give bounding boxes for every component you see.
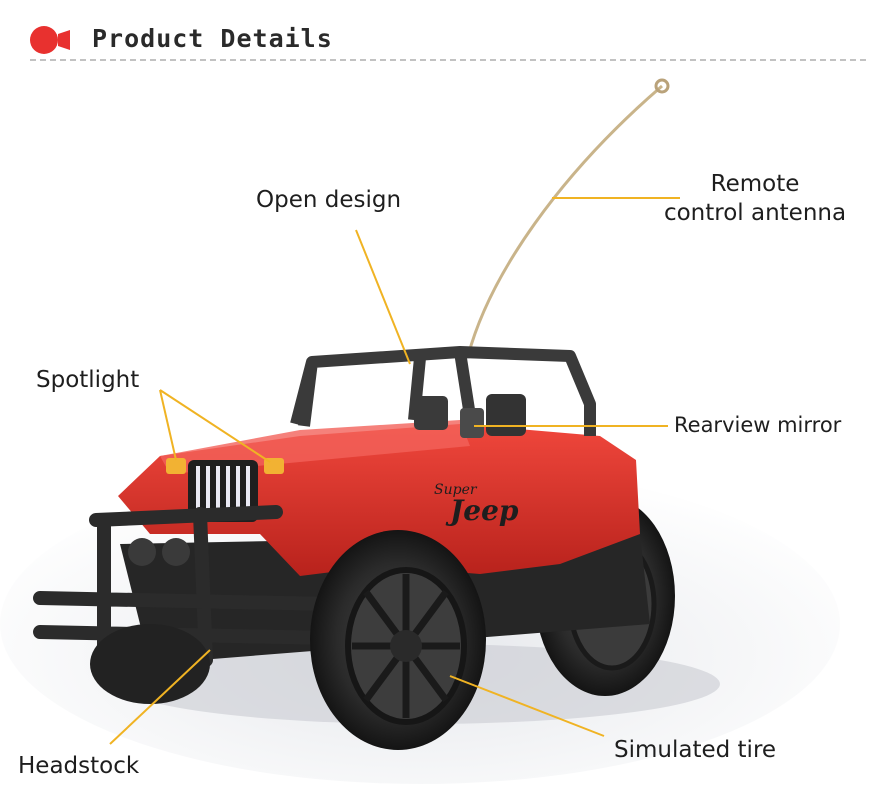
page-title: Product Details xyxy=(92,24,333,53)
label-headstock: Headstock xyxy=(18,753,140,779)
rearview-mirror xyxy=(460,408,484,438)
product-photo: Super Jeep xyxy=(0,78,840,784)
callout-leaders xyxy=(109,197,680,745)
section-header: Product Details xyxy=(0,0,873,64)
spotlight-left xyxy=(166,458,186,474)
badge-super: Super xyxy=(434,482,478,498)
bumper xyxy=(33,505,337,667)
label-spotlight: Spotlight xyxy=(36,367,140,393)
dashed-divider xyxy=(30,59,866,61)
label-rearview-mirror: Rearview mirror xyxy=(674,413,842,437)
label-open-design: Open design xyxy=(256,187,402,213)
label-remote-antenna-line1: Remote xyxy=(710,171,800,197)
roll-cage xyxy=(290,346,596,436)
label-simulated-tire: Simulated tire xyxy=(614,737,777,763)
badge-jeep: Jeep xyxy=(445,494,519,527)
label-remote-antenna: Remote control antenna xyxy=(648,170,862,228)
red-circle-bullet-icon xyxy=(30,26,70,54)
label-remote-antenna-line2: control antenna xyxy=(663,199,847,226)
grille xyxy=(188,460,258,522)
antenna xyxy=(466,84,663,357)
